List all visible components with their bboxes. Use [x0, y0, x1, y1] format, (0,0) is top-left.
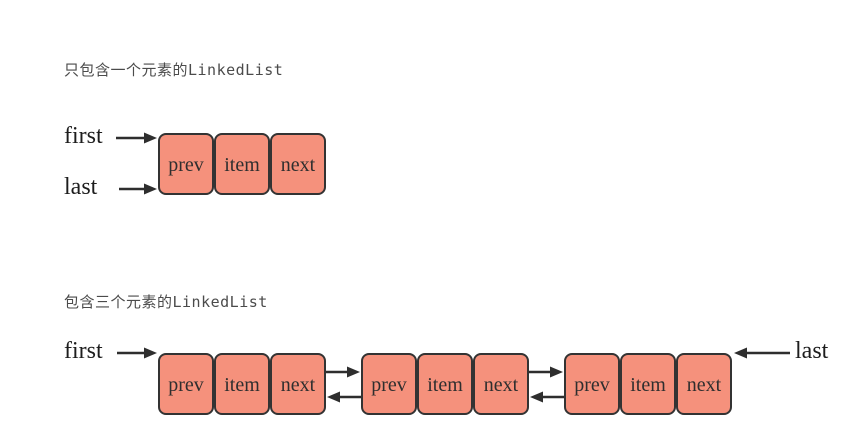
- node-cell-next: next: [270, 133, 326, 195]
- last-arrow-single: [119, 183, 157, 195]
- node2-prev-arrow: [327, 391, 361, 403]
- node-cell-item: item: [214, 133, 270, 195]
- first-pointer-label-single: first: [64, 123, 103, 149]
- node-cell-item: item: [214, 353, 270, 415]
- node-cell-prev: prev: [361, 353, 417, 415]
- first-arrow-triple: [117, 347, 157, 359]
- single-element-title: 只包含一个元素的LinkedList: [64, 61, 284, 79]
- node-cell-next: next: [270, 353, 326, 415]
- node1-next-arrow: [326, 366, 360, 378]
- triple-list-node-2: prev item next: [361, 353, 529, 415]
- last-pointer-label-single: last: [64, 174, 98, 200]
- node-cell-item: item: [417, 353, 473, 415]
- node-cell-next: next: [473, 353, 529, 415]
- node-cell-prev: prev: [158, 133, 214, 195]
- three-element-title: 包含三个元素的LinkedList: [64, 293, 268, 311]
- node3-prev-arrow: [530, 391, 564, 403]
- last-pointer-label-triple: last: [795, 338, 829, 364]
- triple-list-node-3: prev item next: [564, 353, 732, 415]
- first-pointer-label-triple: first: [64, 338, 103, 364]
- node2-next-arrow: [529, 366, 563, 378]
- node-cell-prev: prev: [564, 353, 620, 415]
- single-list-node: prev item next: [158, 133, 326, 195]
- node-cell-item: item: [620, 353, 676, 415]
- node-cell-prev: prev: [158, 353, 214, 415]
- triple-list-node-1: prev item next: [158, 353, 326, 415]
- first-arrow-single: [116, 132, 157, 144]
- last-arrow-triple: [734, 347, 790, 359]
- node-cell-next: next: [676, 353, 732, 415]
